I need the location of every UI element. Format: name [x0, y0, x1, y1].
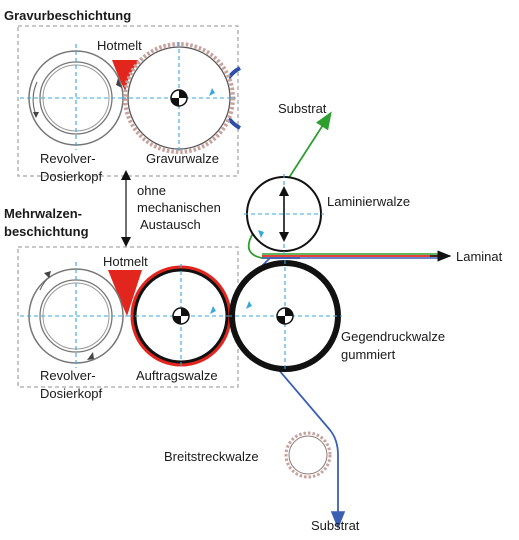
revolver-label-top-1: Revolver-	[40, 151, 96, 166]
laminierwalze-label: Laminierwalze	[327, 194, 410, 209]
revolver-dosing-head-top	[20, 44, 132, 150]
substrat-label-top: Substrat	[278, 101, 327, 116]
gegendruckwalze-label-2: gummiert	[341, 347, 396, 362]
multiroll-title-line2: beschichtung	[4, 224, 89, 239]
laminating-roller	[244, 174, 324, 254]
counter-pressure-roller	[228, 260, 342, 372]
breitstreckwalze-label: Breitstreckwalze	[164, 449, 259, 464]
spreader-roller	[284, 431, 332, 479]
revolver-label-bottom-2: Dosierkopf	[40, 386, 103, 401]
revolver-label-bottom-1: Revolver-	[40, 368, 96, 383]
revolver-dosing-head-bottom	[20, 262, 132, 368]
exchange-label-3: Austausch	[140, 217, 201, 232]
multiroll-title-line1: Mehrwalzen-	[4, 206, 82, 221]
gravurwalze-label: Gravurwalze	[146, 151, 219, 166]
hotmelt-label-top: Hotmelt	[97, 38, 142, 53]
hotmelt-label-bottom: Hotmelt	[103, 254, 148, 269]
revolver-label-top-2: Dosierkopf	[40, 169, 103, 184]
laminat-label: Laminat	[456, 249, 503, 264]
gravure-title: Gravurbeschichtung	[4, 8, 131, 23]
hotmelt-puddle-bottom	[108, 270, 142, 316]
exchange-label-1: ohne	[137, 183, 166, 198]
gegendruckwalze-label-1: Gegendruckwalze	[341, 329, 445, 344]
applicator-roller	[128, 264, 234, 368]
substrate-web-top	[247, 111, 332, 259]
auftragswalze-label: Auftragswalze	[136, 368, 218, 383]
gravure-roller	[122, 42, 236, 154]
substrat-label-bottom: Substrat	[311, 518, 360, 533]
exchange-label-2: mechanischen	[137, 200, 221, 215]
